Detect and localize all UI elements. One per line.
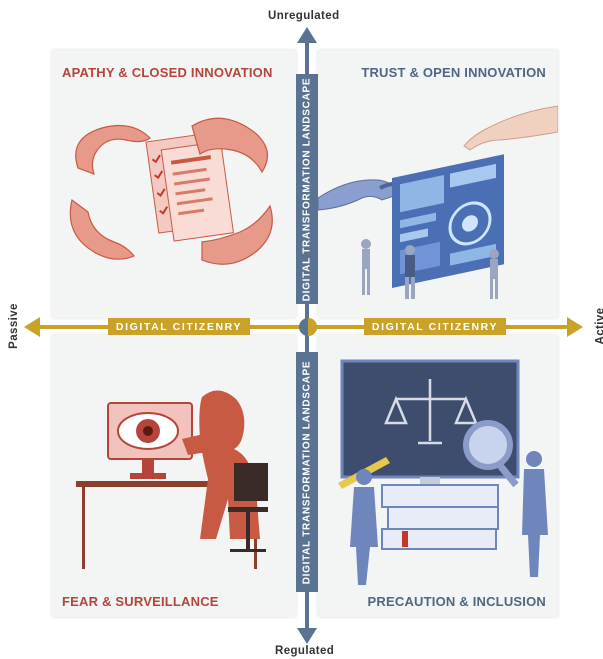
center-circle-icon xyxy=(299,318,317,336)
quadrant-bottom-left: FEAR & SURVEILLANCE xyxy=(52,335,296,617)
landscape-label-upper: DIGITAL TRANSFORMATION LANDSCAPE xyxy=(301,77,313,301)
quadrant-title-apathy: APATHY & CLOSED INNOVATION xyxy=(62,65,273,80)
vertical-bar-upper: DIGITAL TRANSFORMATION LANDSCAPE xyxy=(296,74,318,304)
quadrant-title-trust: TRUST & OPEN INNOVATION xyxy=(361,65,546,80)
ai-hands-screen-illustration xyxy=(318,105,558,299)
digital-citizenry-label-right: DIGITAL CITIZENRY xyxy=(364,318,506,335)
arrow-down-icon xyxy=(297,628,317,644)
axis-label-regulated: Regulated xyxy=(275,645,335,657)
quadrant-title-fear: FEAR & SURVEILLANCE xyxy=(62,594,219,609)
landscape-label-lower: DIGITAL TRANSFORMATION LANDSCAPE xyxy=(301,360,313,584)
quadrant-top-left: APATHY & CLOSED INNOVATION xyxy=(52,50,296,318)
axis-label-passive: Passive xyxy=(7,303,20,349)
surveillance-illustration xyxy=(76,390,268,569)
axis-label-active: Active xyxy=(594,307,603,345)
hands-documents-illustration xyxy=(69,117,273,265)
arrow-left-icon xyxy=(24,317,40,337)
arrow-up-icon xyxy=(297,27,317,43)
vertical-bar-lower: DIGITAL TRANSFORMATION LANDSCAPE xyxy=(296,352,318,592)
justice-inclusion-illustration xyxy=(338,359,548,585)
digital-citizenry-label-left: DIGITAL CITIZENRY xyxy=(108,318,250,335)
axis-label-unregulated: Unregulated xyxy=(268,10,340,22)
quadrant-title-precaution: PRECAUTION & INCLUSION xyxy=(367,594,546,609)
arrow-right-icon xyxy=(567,317,583,337)
quadrant-bottom-right: PRECAUTION & INCLUSION xyxy=(318,335,558,617)
quadrant-top-right: TRUST & OPEN INNOVATION xyxy=(318,50,558,318)
